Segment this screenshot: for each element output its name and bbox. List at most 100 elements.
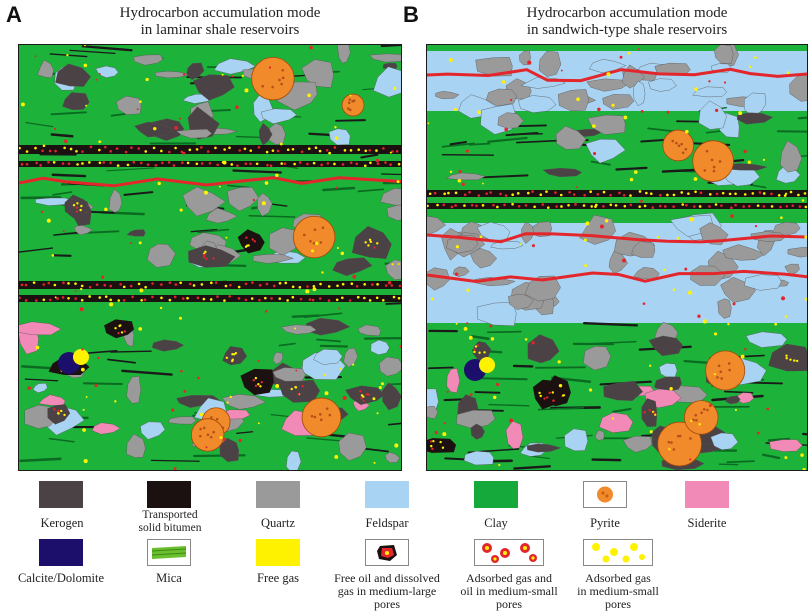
gas-dot (449, 170, 453, 174)
pore-dot (294, 386, 298, 389)
lamina-pore (730, 206, 733, 210)
pyrite-dot (680, 142, 683, 146)
pyrite-dot (313, 415, 317, 419)
gas-dot (748, 65, 752, 69)
mineral-grain (631, 241, 656, 258)
gas-dot (531, 244, 536, 248)
clay-flake (363, 336, 401, 340)
pore-dot (483, 351, 486, 354)
gas-dot (713, 373, 716, 376)
gas-dot (430, 297, 434, 301)
mineral-grain (258, 122, 273, 146)
pore-dot (360, 397, 363, 400)
mineral-grain (508, 293, 534, 310)
pore-dot (290, 387, 293, 391)
mineral-grain (286, 450, 302, 470)
lamina-pore (61, 162, 65, 165)
gas-dot (656, 236, 660, 239)
lamina-pore (470, 203, 474, 207)
mineral-grain (490, 240, 524, 250)
lamina-pore (789, 190, 793, 194)
gas-dot (774, 322, 778, 326)
lamina-pore (363, 164, 367, 168)
mineral-grain (261, 108, 298, 125)
lamina-pore (545, 190, 548, 193)
gas-dot (294, 327, 296, 330)
lamina-pore (325, 148, 329, 152)
gas-dot (393, 86, 397, 90)
lamina-pore (293, 162, 296, 166)
gas-dot (275, 384, 280, 388)
pyrite-dot (281, 68, 285, 72)
lamina-pore (308, 298, 312, 301)
mineral-grain (524, 275, 561, 302)
lamina-pore (278, 282, 282, 285)
gas-dot (496, 382, 500, 387)
pyrite-dot (346, 107, 350, 110)
gas-dot (321, 271, 324, 274)
pyrite-dot (212, 430, 215, 434)
pore-dot (785, 357, 788, 360)
gas-dot (766, 407, 770, 411)
legend-swatch-clay (474, 481, 518, 508)
pore-dot (373, 246, 376, 249)
lamina-pore (76, 163, 79, 166)
gas-dot (455, 322, 458, 325)
lamina-pore (389, 163, 392, 166)
lamina-pore (181, 161, 184, 165)
gas-dot (334, 136, 339, 141)
mineral-grain (35, 197, 74, 206)
lamina-pore (751, 192, 755, 195)
lamina-pore (230, 163, 234, 166)
gas-dot (640, 110, 644, 113)
lamina-pore (202, 297, 206, 301)
gas-dot (468, 335, 473, 340)
pore-dot (648, 408, 651, 412)
gas-dot (312, 287, 317, 292)
kerogen-grain (345, 385, 385, 405)
gas-dot (171, 408, 175, 412)
lamina-pore (397, 296, 401, 300)
mineral-grain (632, 80, 646, 107)
kerogen-grain (279, 379, 320, 403)
lamina-pore (24, 283, 28, 287)
panel-letter-a: A (6, 2, 22, 27)
lamina-pore (349, 149, 353, 152)
mineral-grain (357, 324, 382, 337)
lamina-pore (137, 282, 141, 286)
bitumen-lamina (19, 281, 401, 289)
clay-flake (471, 335, 490, 340)
gas-dot (463, 326, 468, 331)
pore-dot (204, 250, 207, 254)
lamina-pore (129, 284, 133, 288)
lamina-pore (335, 298, 339, 302)
lamina-pore (369, 161, 372, 165)
mineral-grain (133, 54, 164, 66)
mineral-grain (787, 247, 807, 258)
lamina-pore (200, 146, 203, 149)
gas-dot (231, 75, 234, 78)
gas-dot (252, 198, 255, 202)
pyrite-grain (341, 93, 365, 117)
clay-flake (513, 465, 551, 470)
lamina-pore (172, 164, 176, 167)
gas-dot (221, 73, 224, 76)
gas-dot (225, 236, 228, 239)
lamina-pore (629, 203, 633, 207)
lamina-pore (364, 149, 368, 153)
lamina-pore (200, 283, 204, 286)
lamina-pore (214, 281, 218, 284)
adsorbed-gas-symbol (592, 543, 645, 563)
pore-dot (245, 236, 248, 239)
pore-dot (72, 204, 76, 207)
lamina-pore (291, 295, 295, 299)
clay-flake (248, 214, 296, 218)
lamina-pore (762, 192, 766, 195)
lamina-pore (67, 162, 71, 166)
gas-dot (234, 105, 239, 110)
mineral-grain (252, 254, 294, 264)
gas-dot (619, 55, 623, 59)
lamina-pore (318, 297, 322, 300)
gas-dot (713, 332, 718, 336)
pore-dot (376, 242, 379, 245)
